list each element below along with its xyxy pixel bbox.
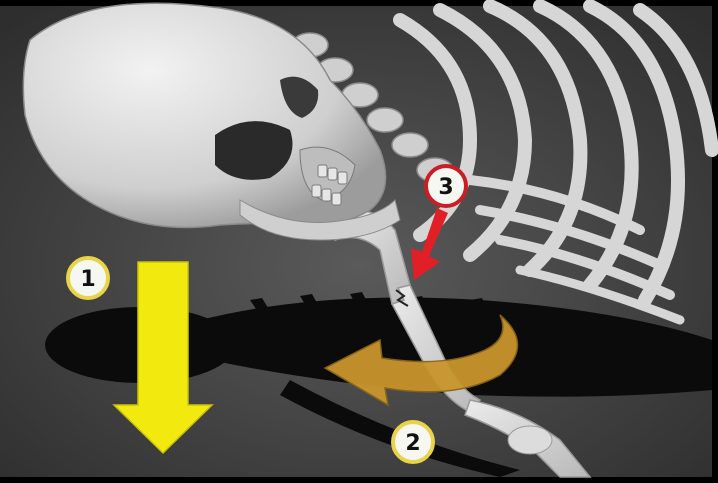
- black-frame-bottom: [0, 477, 718, 483]
- badge-3: 3: [426, 166, 466, 206]
- badge-3-label: 3: [438, 175, 453, 200]
- black-frame-right: [712, 0, 718, 483]
- badge-2-label: 2: [405, 431, 420, 456]
- badge-1: 1: [68, 258, 108, 298]
- badge-2: 2: [393, 422, 433, 462]
- badge-1-label: 1: [80, 267, 95, 292]
- black-frame-top: [0, 0, 718, 6]
